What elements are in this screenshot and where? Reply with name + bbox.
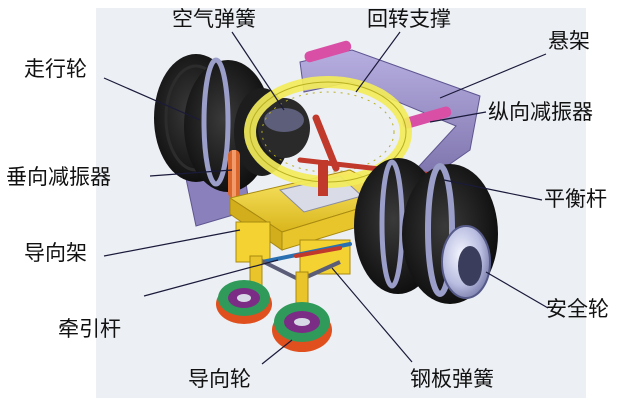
label-air-spring: 空气弹簧 (172, 7, 256, 31)
leader-vertical-damper (149, 169, 233, 177)
leader-lines (103, 31, 549, 365)
label-leaf-spring: 钢板弹簧 (410, 367, 494, 391)
leader-balance-bar (443, 179, 543, 201)
leader-guide-wheel (261, 339, 293, 365)
label-suspension-frame: 悬架 (548, 29, 590, 53)
label-vertical-damper: 垂向减振器 (6, 165, 111, 189)
label-traction-rod: 牵引杆 (58, 317, 121, 341)
leader-guide-frame (103, 229, 241, 257)
label-guide-frame: 导向架 (24, 241, 87, 265)
label-slewing-bearing: 回转支撑 (367, 7, 451, 31)
label-longitudinal-damper: 纵向减振器 (488, 100, 593, 124)
label-guide-wheel: 导向轮 (188, 367, 251, 391)
leader-slewing-bearing (355, 31, 401, 93)
running-wheel-left (154, 54, 290, 192)
leader-air-spring (231, 31, 285, 111)
safety-wheel (441, 225, 491, 299)
leader-traction-rod (143, 259, 279, 297)
air-spring (258, 98, 310, 158)
guide-wheel-left (216, 280, 272, 324)
label-balance-bar: 平衡杆 (544, 187, 607, 211)
vertical-damper (228, 150, 240, 198)
guide-wheel-right (272, 302, 332, 352)
leader-longitudinal-damper (429, 111, 487, 123)
traction-rod (260, 242, 352, 264)
leader-safety-wheel (485, 271, 549, 309)
longitudinal-damper (304, 40, 452, 129)
leader-leaf-spring (331, 267, 413, 363)
label-safety-wheel: 安全轮 (546, 297, 609, 321)
leader-suspension-frame (439, 53, 547, 99)
label-running-wheel: 走行轮 (24, 57, 87, 81)
leader-running-wheel (103, 77, 201, 121)
